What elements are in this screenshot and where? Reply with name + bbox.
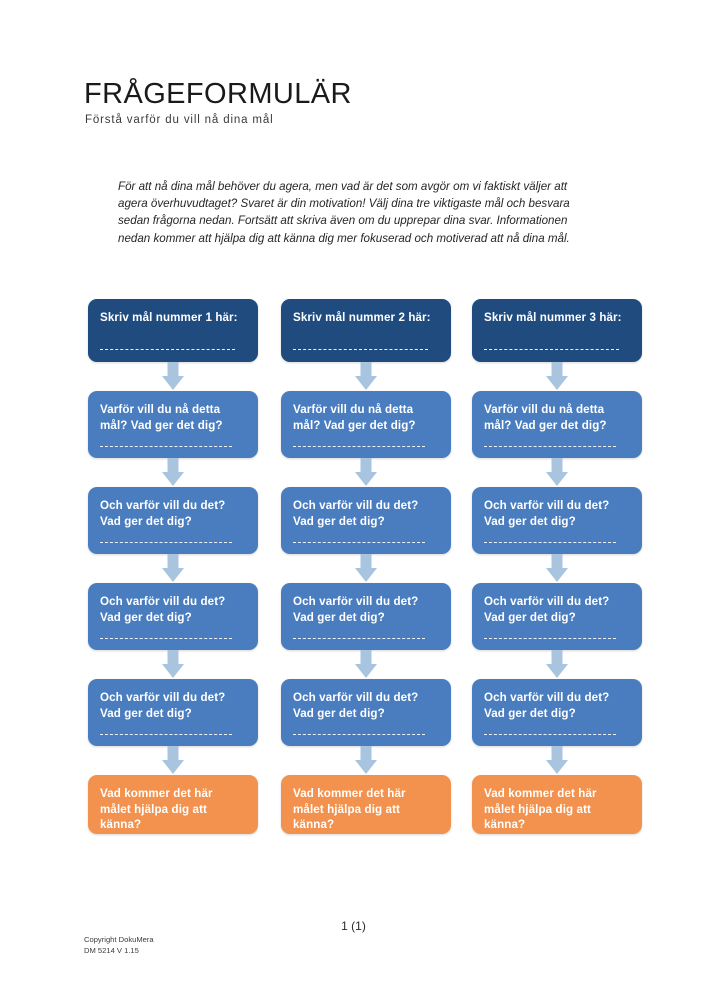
goal-label-3: Skriv mål nummer 3 här: xyxy=(484,311,622,324)
question-label-1-4: Och varför vill du det? Vad ger det dig? xyxy=(100,691,226,720)
goal-column-3: Skriv mål nummer 3 här: Varför vill du n… xyxy=(472,299,642,834)
goal-label-2: Skriv mål nummer 2 här: xyxy=(293,311,431,324)
question-answer-line-1-3[interactable] xyxy=(100,638,232,639)
arrow-down-icon xyxy=(472,650,642,679)
goal-column-2: Skriv mål nummer 2 här: Varför vill du n… xyxy=(281,299,451,834)
question-box-2-1[interactable]: Varför vill du nå detta mål? Vad ger det… xyxy=(281,391,451,458)
question-label-3-3: Och varför vill du det? Vad ger det dig? xyxy=(484,595,610,624)
question-answer-line-1-2[interactable] xyxy=(100,542,232,543)
question-label-3-2: Och varför vill du det? Vad ger det dig? xyxy=(484,499,610,528)
question-label-3-1: Varför vill du nå detta mål? Vad ger det… xyxy=(484,403,607,432)
goal-label-1: Skriv mål nummer 1 här: xyxy=(100,311,238,324)
question-label-2-3: Och varför vill du det? Vad ger det dig? xyxy=(293,595,419,624)
page-number: 1 (1) xyxy=(341,919,366,933)
question-box-3-1[interactable]: Varför vill du nå detta mål? Vad ger det… xyxy=(472,391,642,458)
question-answer-line-2-3[interactable] xyxy=(293,638,425,639)
question-box-3-4[interactable]: Och varför vill du det? Vad ger det dig? xyxy=(472,679,642,746)
arrow-down-icon xyxy=(472,362,642,391)
arrow-down-icon xyxy=(88,362,258,391)
goal-input-box-3[interactable]: Skriv mål nummer 3 här: xyxy=(472,299,642,362)
arrow-down-icon xyxy=(281,458,451,487)
arrow-down-icon xyxy=(472,554,642,583)
question-label-3-4: Och varför vill du det? Vad ger det dig? xyxy=(484,691,610,720)
question-box-3-3[interactable]: Och varför vill du det? Vad ger det dig? xyxy=(472,583,642,650)
arrow-down-icon xyxy=(281,554,451,583)
feeling-label-2: Vad kommer det här målet hjälpa dig att … xyxy=(293,787,406,832)
feeling-box-2[interactable]: Vad kommer det här målet hjälpa dig att … xyxy=(281,775,451,834)
goal-column-1: Skriv mål nummer 1 här: Varför vill du n… xyxy=(88,299,258,834)
footer-document-code: DM 5214 V 1.15 xyxy=(84,945,139,955)
goal-answer-line-1[interactable] xyxy=(100,349,235,350)
question-label-2-4: Och varför vill du det? Vad ger det dig? xyxy=(293,691,419,720)
question-box-1-3[interactable]: Och varför vill du det? Vad ger det dig? xyxy=(88,583,258,650)
question-box-1-2[interactable]: Och varför vill du det? Vad ger det dig? xyxy=(88,487,258,554)
feeling-box-3[interactable]: Vad kommer det här målet hjälpa dig att … xyxy=(472,775,642,834)
arrow-down-icon xyxy=(472,746,642,775)
feeling-label-3: Vad kommer det här målet hjälpa dig att … xyxy=(484,787,597,832)
question-box-2-4[interactable]: Och varför vill du det? Vad ger det dig? xyxy=(281,679,451,746)
footer-copyright-block: Copyright DokuMera DM 5214 V 1.15 xyxy=(84,935,154,956)
question-answer-line-2-2[interactable] xyxy=(293,542,425,543)
question-answer-line-1-1[interactable] xyxy=(100,446,232,447)
question-answer-line-2-4[interactable] xyxy=(293,734,425,735)
question-answer-line-2-1[interactable] xyxy=(293,446,425,447)
question-answer-line-3-2[interactable] xyxy=(484,542,616,543)
goal-answer-line-2[interactable] xyxy=(293,349,428,350)
question-box-3-2[interactable]: Och varför vill du det? Vad ger det dig? xyxy=(472,487,642,554)
footer-copyright: Copyright DokuMera xyxy=(84,935,154,944)
arrow-down-icon xyxy=(88,458,258,487)
goal-input-box-1[interactable]: Skriv mål nummer 1 här: xyxy=(88,299,258,362)
arrow-down-icon xyxy=(281,362,451,391)
arrow-down-icon xyxy=(88,746,258,775)
question-box-1-1[interactable]: Varför vill du nå detta mål? Vad ger det… xyxy=(88,391,258,458)
question-answer-line-3-3[interactable] xyxy=(484,638,616,639)
question-answer-line-1-4[interactable] xyxy=(100,734,232,735)
page-subtitle: Förstå varför du vill nå dina mål xyxy=(85,114,274,126)
goal-input-box-2[interactable]: Skriv mål nummer 2 här: xyxy=(281,299,451,362)
page-title: FRÅGEFORMULÄR xyxy=(84,78,352,110)
feeling-label-1: Vad kommer det här målet hjälpa dig att … xyxy=(100,787,213,832)
question-box-2-3[interactable]: Och varför vill du det? Vad ger det dig? xyxy=(281,583,451,650)
question-box-1-4[interactable]: Och varför vill du det? Vad ger det dig? xyxy=(88,679,258,746)
question-label-1-3: Och varför vill du det? Vad ger det dig? xyxy=(100,595,226,624)
question-answer-line-3-4[interactable] xyxy=(484,734,616,735)
arrow-down-icon xyxy=(281,746,451,775)
question-answer-line-3-1[interactable] xyxy=(484,446,616,447)
goal-answer-line-3[interactable] xyxy=(484,349,619,350)
question-label-2-2: Och varför vill du det? Vad ger det dig? xyxy=(293,499,419,528)
question-label-1-2: Och varför vill du det? Vad ger det dig? xyxy=(100,499,226,528)
arrow-down-icon xyxy=(472,458,642,487)
arrow-down-icon xyxy=(88,650,258,679)
question-label-1-1: Varför vill du nå detta mål? Vad ger det… xyxy=(100,403,223,432)
question-label-2-1: Varför vill du nå detta mål? Vad ger det… xyxy=(293,403,416,432)
arrow-down-icon xyxy=(88,554,258,583)
intro-paragraph: För att nå dina mål behöver du agera, me… xyxy=(118,180,570,245)
question-box-2-2[interactable]: Och varför vill du det? Vad ger det dig? xyxy=(281,487,451,554)
arrow-down-icon xyxy=(281,650,451,679)
feeling-box-1[interactable]: Vad kommer det här målet hjälpa dig att … xyxy=(88,775,258,834)
